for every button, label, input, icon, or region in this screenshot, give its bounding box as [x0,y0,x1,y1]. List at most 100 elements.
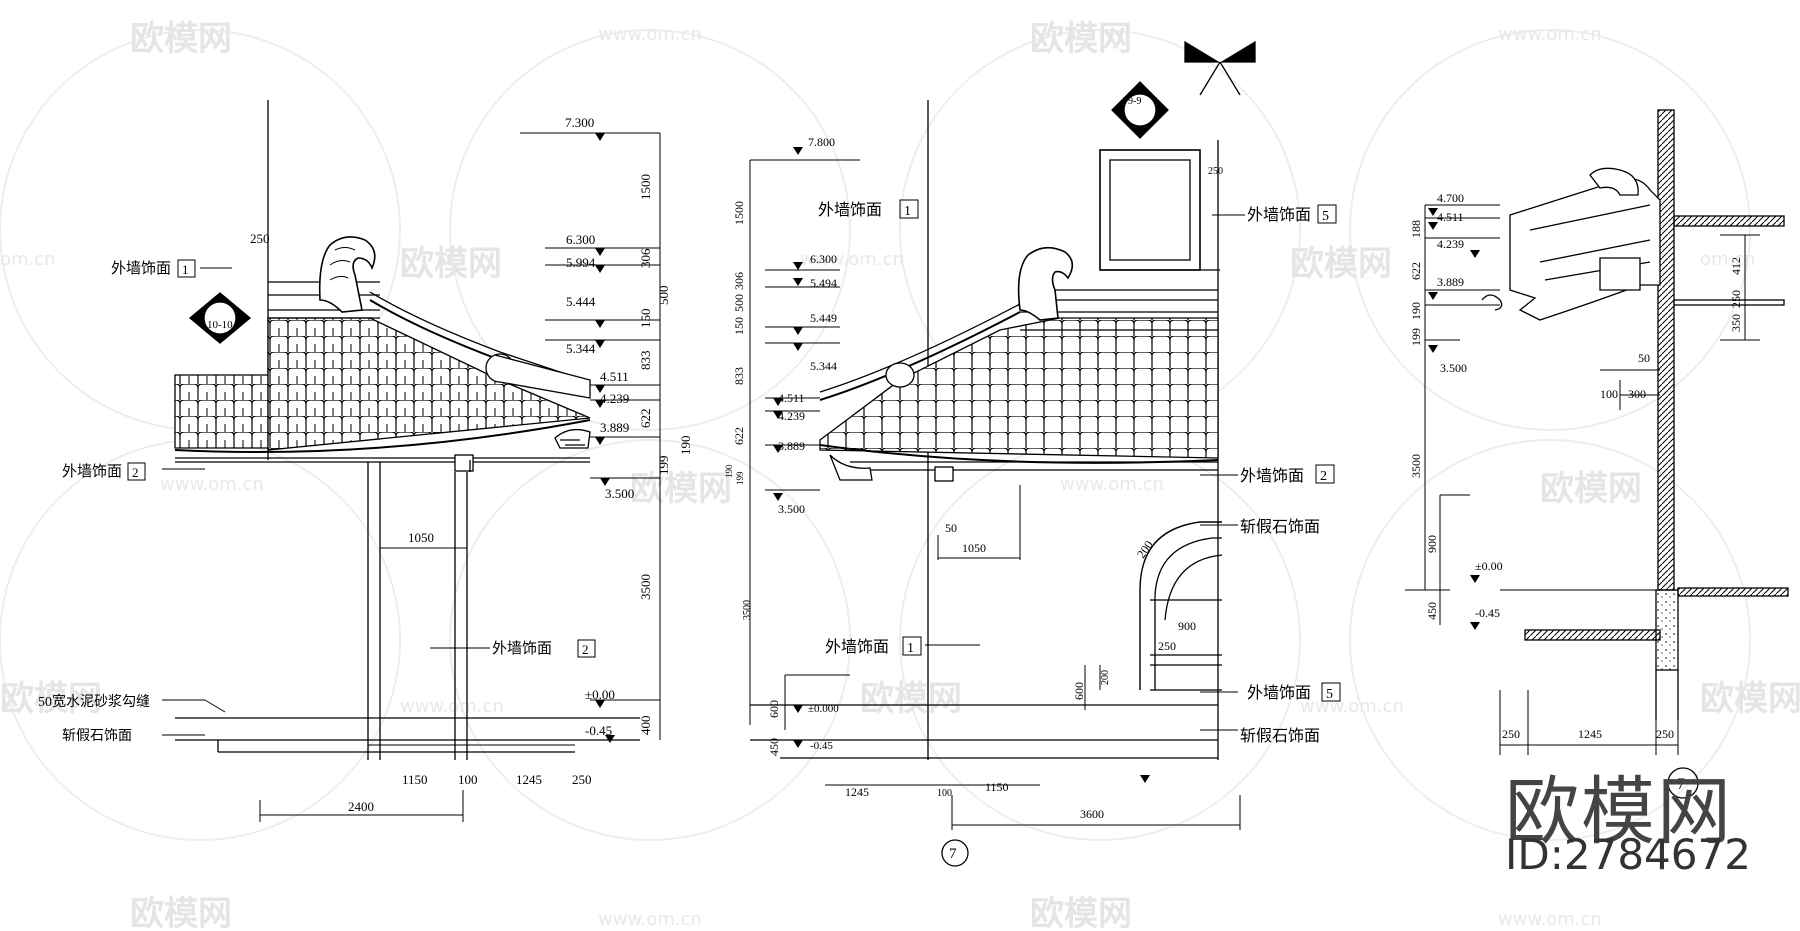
dim-vertical: 622 [638,409,653,429]
level-value: 7.800 [808,135,835,149]
watermark-url: www.om.cn [598,909,702,930]
left-joint-label: 50宽水泥砂浆勾缝 [38,693,150,710]
dim-vertical: 400 [638,716,653,736]
watermark-brand: 欧模网 [130,894,232,931]
dim-vertical: 600 [767,700,781,718]
middle-wall1b-label: 外墙饰面 [825,638,889,656]
watermark-brand: 欧模网 [1700,679,1800,719]
level-value: 7.300 [565,115,594,130]
dim-horizontal: 2400 [348,799,374,814]
dim-horizontal: 250 [1158,639,1176,653]
watermark-brand: 欧模网 [860,679,962,719]
watermark-url: om.cn [1700,249,1756,270]
dim-vertical: 833 [638,351,653,371]
left-roof-tiles-flat [174,374,269,449]
dim-horizontal: 1150 [402,772,428,787]
dim-vertical: 190 [724,464,734,478]
dim-horizontal: 300 [1628,387,1646,401]
watermark-brand: 欧模网 [1290,244,1392,284]
watermark-url: www.om.cn [598,24,702,45]
dim-horizontal: 1245 [1578,727,1602,741]
level-value: -0.45 [1475,606,1500,620]
level-value: 4.511 [600,369,629,384]
right-drawing-number-circle [1667,767,1699,799]
middle-ridge-ornament [1017,246,1074,321]
dim-horizontal: 3600 [1080,807,1104,821]
dim-horizontal: 1050 [408,530,434,545]
middle-stone1-label: 斩假石饰面 [1240,518,1320,536]
middle-stone2-label: 斩假石饰面 [1240,727,1320,745]
left-elevation [162,100,661,822]
middle-drawing-number: 7 [949,846,957,862]
level-value: 4.511 [778,391,805,405]
left-wall1-label: 外墙饰面 [111,260,171,277]
watermark-brand: 欧模网 [1030,894,1132,931]
left-section-label: 10-10 [207,319,233,331]
level-value: 3.500 [605,486,634,501]
dim-vertical: 306 [638,248,653,268]
level-value: 5.344 [566,341,596,356]
watermark-url: www.om.cn [1498,24,1602,45]
dim-horizontal: 250 [1502,727,1520,741]
dim-horizontal: 1050 [962,541,986,555]
right-eave-section [1509,178,1661,321]
middle-wall2-label: 外墙饰面 [1240,467,1304,485]
drawing-number-circle [941,839,969,867]
left-section-marker [188,292,252,344]
level-value: 4.239 [600,391,629,406]
level-value: 5.344 [810,359,837,373]
watermark-url: om.cn [0,249,56,270]
dim-vertical: 200 [1100,670,1111,685]
middle-wall1-num: 1 [904,204,911,219]
dim-vertical: 190 [678,436,693,456]
brand-id-text: ID:2784672 [1505,830,1751,879]
middle-wall1b-num: 1 [907,641,914,656]
dim-vertical: 600 [1072,682,1086,700]
dim-vertical: 3500 [638,574,653,600]
left-wall2b-label: 外墙饰面 [492,640,552,657]
middle-arch [1139,521,1222,690]
dim-vertical: 1500 [732,201,746,225]
middle-elevation [749,40,1256,867]
watermark-url: www.om.cn [1498,909,1602,930]
dim-vertical: 199 [1409,328,1423,346]
right-level-markers [1428,208,1480,630]
dim-misc: 250 [250,231,270,246]
level-value: -0.45 [810,740,833,752]
dim-horizontal: 100 [458,772,478,787]
dim-vertical: 250 [1729,290,1743,308]
north-arrow-icon [1184,40,1256,96]
level-value: 4.700 [1437,191,1464,205]
dim-vertical: 350 [1729,314,1743,332]
left-ridge-ornament [318,236,376,313]
dim-vertical: 412 [1729,257,1743,275]
level-value: 5.444 [566,294,596,309]
right-drawing-number: 7 [1677,776,1685,793]
level-value: -0.45 [585,723,612,738]
dim-horizontal: 50 [1638,351,1650,365]
dim-horizontal: 100 [1600,387,1618,401]
middle-elevation-text: 外墙饰面 1 外墙饰面 5 外墙饰面 2 斩假石饰面 外墙饰面 1 外墙饰面 5… [724,96,1341,862]
brand-logo-text: 欧模网 [1505,769,1733,855]
right-section [1405,109,1789,799]
middle-wall5-label: 外墙饰面 [1247,206,1311,224]
watermark-brand: 欧模网 [630,469,732,509]
middle-roof-tiles-slope [819,317,1219,459]
level-value: 3.889 [778,439,805,453]
dim-misc: 200 [1134,538,1156,561]
watermark-brand: 欧模网 [400,244,502,284]
dim-horizontal: 1150 [985,780,1009,794]
dim-vertical: 833 [732,367,746,385]
dim-horizontal: 900 [1178,619,1196,633]
level-value: 4.239 [1437,237,1464,251]
level-value: 3.500 [778,502,805,516]
middle-section-marker [1111,81,1169,139]
dim-vertical: 150 [638,309,653,329]
left-level-markers [595,133,615,743]
left-elevation-text: 外墙饰面 1 外墙饰面 2 外墙饰面 2 50宽水泥砂浆勾缝 斩假石饰面 10-… [38,115,693,814]
level-value: ±0.00 [1475,559,1503,573]
watermark-url: www.om.cn [800,249,904,270]
dim-vertical: 900 [1425,535,1439,553]
watermark-url: www.om.cn [1300,696,1404,717]
